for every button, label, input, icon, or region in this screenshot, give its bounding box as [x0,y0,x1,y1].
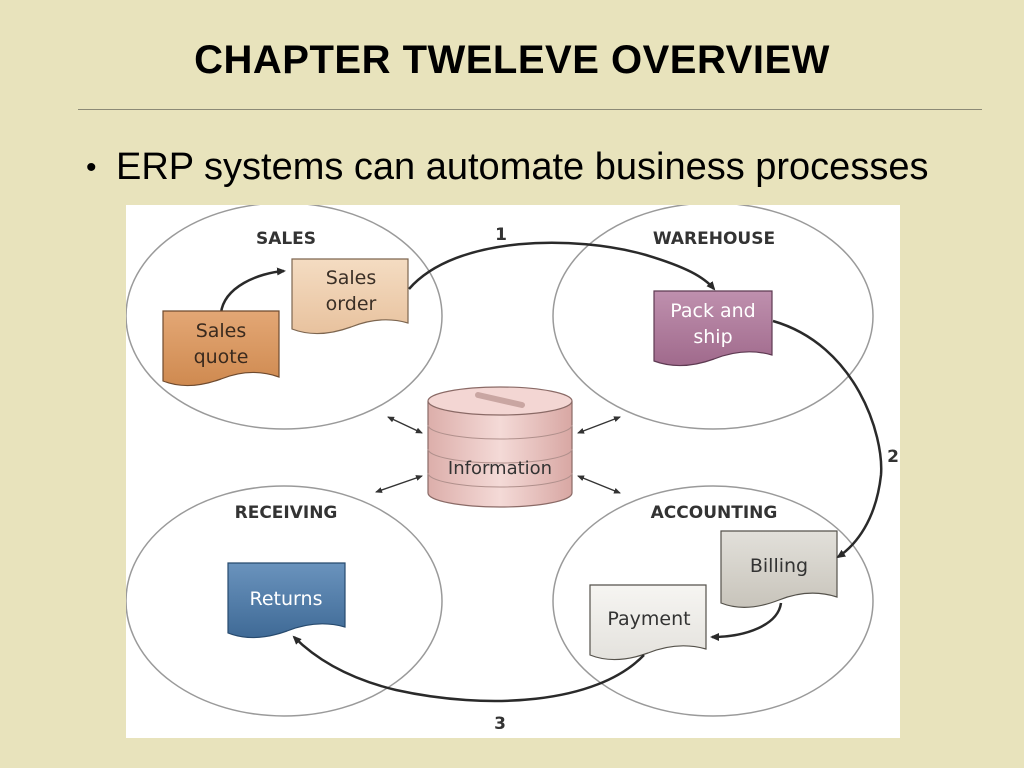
title-divider [78,109,982,110]
information-database: Information [427,386,573,508]
info-sales-link [387,416,423,434]
pack-ship-line1: Pack and [670,300,755,322]
warehouse-label: WAREHOUSE [653,229,775,249]
sales-order-line1: Sales [326,267,377,289]
info-accounting-link [577,475,621,494]
diagram-canvas: SALES WAREHOUSE RECEIVING ACCOUNTING Sal… [125,202,899,734]
sales-order-document: Sales order [291,258,409,335]
information-label: Information [448,458,552,479]
step-2-label: 2 [887,447,899,467]
step-2-arrow [772,319,883,559]
returns-label: Returns [250,588,323,610]
sales-quote-document: Sales quote [162,310,280,387]
receiving-region [125,485,443,717]
payment-label: Payment [607,608,690,630]
pack-ship-line2: ship [693,326,732,348]
quote-to-order-arrow [219,267,286,314]
sales-order-line2: order [326,293,377,315]
billing-document: Billing [720,530,838,608]
erp-process-diagram: SALES WAREHOUSE RECEIVING ACCOUNTING Sal… [125,202,900,738]
step-3-label: 3 [494,714,506,734]
billing-label: Billing [750,555,808,577]
step-1-label: 1 [495,225,507,245]
slide-title: CHAPTER TWELEVE OVERVIEW [194,38,830,82]
sales-label: SALES [256,229,316,249]
bullet-icon: • [86,150,97,184]
billing-to-payment-arrow [710,602,783,641]
pack-and-ship-document: Pack and ship [653,290,773,367]
bullet-point: • ERP systems can automate business proc… [86,146,928,189]
receiving-label: RECEIVING [235,503,338,523]
returns-document: Returns [227,562,346,639]
accounting-label: ACCOUNTING [651,503,778,523]
sales-quote-line2: quote [194,346,249,368]
accounting-region [552,485,874,717]
info-receiving-link [375,475,423,493]
step-3-arrow [292,635,645,703]
payment-document: Payment [589,584,707,661]
sales-quote-line1: Sales [196,320,247,342]
step-1-arrow [408,241,716,291]
bullet-text: ERP systems can automate business proces… [116,146,929,188]
info-warehouse-link [577,416,621,434]
